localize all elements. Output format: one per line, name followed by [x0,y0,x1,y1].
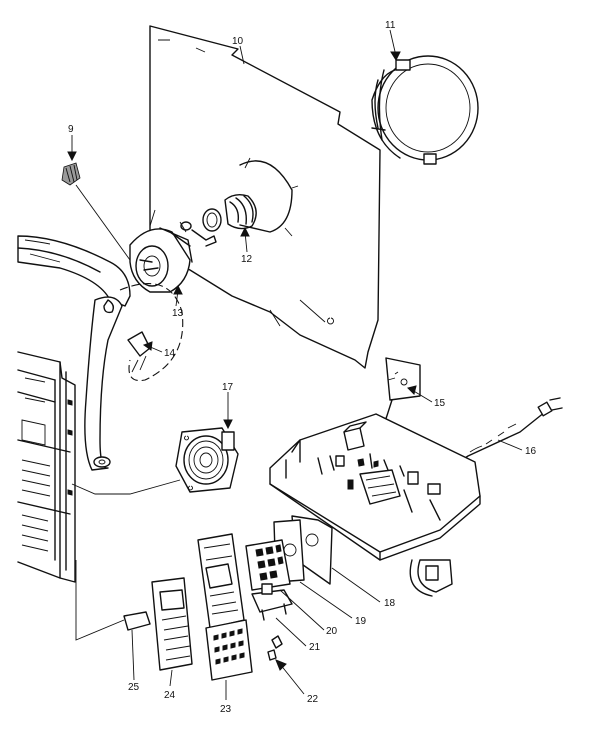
callout-9: 9 [68,124,74,135]
speaker-part-17 [71,427,239,495]
callout-25: 25 [128,682,140,693]
callout-18: 18 [384,598,396,609]
callout-11: 11 [385,20,396,31]
control-panel-part-23 [197,533,253,681]
callout-21: 21 [309,642,321,653]
callout-17: 17 [222,382,234,393]
callout-14: 14 [164,348,176,359]
routing-line-left [75,560,125,641]
ring-collar-part-11 [371,55,479,165]
callout-12: 12 [241,254,253,265]
callout-13: 13 [172,308,184,319]
bracket-bottom-right [409,559,453,597]
callout-labels: 9 10 11 12 13 14 15 16 17 18 19 20 21 22… [68,20,537,715]
callout-22: 22 [307,694,319,705]
front-bezel-part-24 [151,577,193,671]
callout-leaders [67,29,523,700]
callout-20: 20 [326,626,338,637]
callout-23: 23 [220,704,232,715]
callout-16: 16 [525,446,537,457]
callout-15: 15 [434,398,446,409]
callout-10: 10 [232,36,244,47]
callout-24: 24 [164,690,176,701]
motor-housing-part-13 [129,227,193,293]
callout-19: 19 [355,616,367,627]
fasteners-part-22 [267,635,283,661]
spring-assembly-part-12 [180,157,299,247]
handle-bracket-assembly [17,235,184,471]
chassis-tray [269,413,481,561]
knob-part-9 [61,162,131,261]
label-part-25 [123,611,151,631]
keypad-board-part-20 [245,539,291,591]
routing-line-board [299,299,326,323]
back-panel-part-10 [149,25,381,369]
switch-part-21 [251,583,293,621]
cabinet-frame-left [17,351,76,583]
